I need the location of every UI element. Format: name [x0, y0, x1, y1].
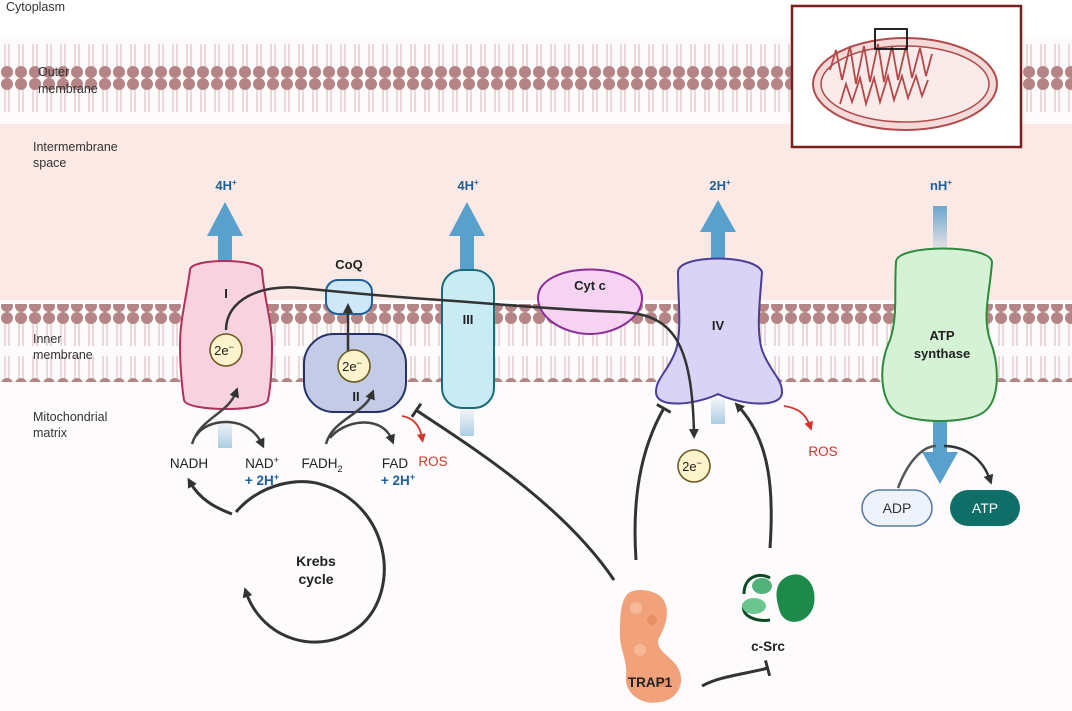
csrc-protein [741, 573, 815, 622]
intermembrane-label-1: Intermembrane [33, 140, 118, 154]
fadh2-to-complex-2-arrow [324, 389, 375, 445]
matrix-label-1: Mitochondrial [33, 410, 107, 424]
fad-label: FAD [382, 456, 409, 471]
krebs-to-nadh-arrow [187, 477, 233, 516]
synthase-to-atp-arrow [943, 444, 994, 485]
trap1-inhibits-complex-4 [633, 403, 672, 561]
outer-membrane-label-1: Outer [38, 65, 69, 79]
nad-label: NAD+ [245, 455, 279, 471]
svg-text:2e−: 2e− [342, 358, 362, 374]
electron-badge-complex-1: 2e− [209, 333, 243, 367]
outer-membrane-label-2: membrane [38, 82, 98, 96]
fadh2-label: FADH2 [301, 456, 342, 474]
adp-to-synthase-arrow [896, 444, 937, 489]
electron-badge-matrix: 2e− [677, 449, 711, 483]
coq-label: CoQ [335, 257, 362, 272]
trap1-inhibits-complex-2 [410, 402, 616, 581]
complex-4-label: IV [712, 318, 725, 333]
ros-arrow-complex-2 [401, 415, 426, 443]
trap1-protein [620, 590, 682, 703]
adp-pill [861, 489, 933, 527]
atp-label: ATP [972, 500, 998, 516]
inner-membrane-label-2: membrane [33, 348, 93, 362]
electron-badge-complex-2: 2e− [337, 349, 371, 383]
electron-path [224, 286, 699, 439]
svg-text:2e−: 2e− [214, 342, 234, 358]
krebs-label-1: Krebs [296, 553, 336, 569]
ros-arrow-complex-4 [783, 405, 814, 431]
atp-synthase-label-1: ATP [929, 328, 954, 343]
complex-3-label: III [463, 312, 474, 327]
intermembrane-label-2: space [33, 156, 66, 170]
csrc-to-complex-4-arrow [734, 402, 773, 549]
fad-2h-label: + 2H+ [381, 472, 415, 488]
proton-label-complex-3: 4H+ [457, 178, 479, 193]
adp-label: ADP [883, 500, 912, 516]
complex-2-label: II [352, 389, 359, 404]
csrc-label: c-Src [751, 639, 785, 654]
proton-arrow-complex-4 [700, 200, 736, 424]
complex-1-label: I [224, 286, 228, 301]
nadh-to-complex-1-arrow [190, 387, 239, 445]
complex-2-to-fad-arrow [329, 421, 395, 445]
proton-label-atp-synthase: nH+ [930, 178, 952, 193]
svg-text:2e−: 2e− [682, 458, 702, 474]
matrix-label-2: matrix [33, 426, 68, 440]
mitochondrion-inset [790, 4, 1023, 149]
complex-1-to-nad-arrow [194, 420, 265, 449]
krebs-cycle-arc [234, 480, 386, 644]
trap1-inhibits-csrc [701, 660, 772, 688]
cytoplasm-label: Cytoplasm [6, 0, 65, 14]
cytochrome-c [536, 268, 644, 336]
ros-label-complex-2: ROS [418, 454, 447, 469]
proton-arrow-complex-3 [449, 202, 485, 436]
atp-pill [950, 490, 1020, 526]
trap1-label: TRAP1 [628, 675, 673, 690]
proton-label-complex-4: 2H+ [709, 178, 731, 193]
cytochrome-c-label: Cyt c [574, 278, 606, 293]
atp-synthase-label-2: synthase [914, 346, 970, 361]
inner-membrane-label-1: Inner [33, 332, 62, 346]
proton-label-complex-1: 4H+ [215, 178, 237, 193]
atp-synthase [881, 247, 998, 422]
nadh-label: NADH [170, 456, 208, 471]
complex-3 [441, 269, 495, 409]
krebs-label-2: cycle [298, 571, 333, 587]
nad-2h-label: + 2H+ [245, 472, 279, 488]
intermembrane-region [0, 124, 1072, 300]
ros-label-complex-4: ROS [808, 444, 837, 459]
